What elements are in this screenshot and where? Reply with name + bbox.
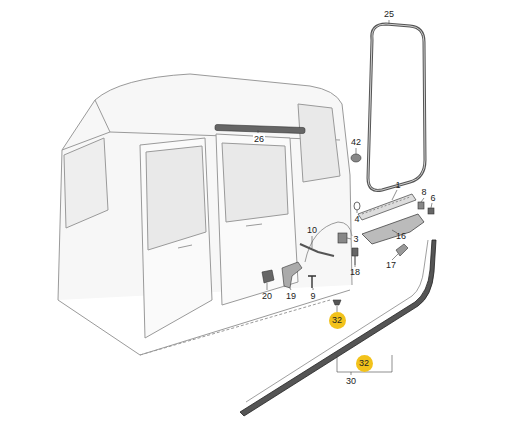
callout-number: 18: [350, 267, 360, 277]
callout-number: 16: [396, 231, 406, 241]
highlight-circle: 32: [329, 312, 346, 329]
highlight-circle: 32: [356, 355, 373, 372]
callout-number: 26: [253, 134, 265, 144]
callout-number: 19: [286, 291, 296, 301]
callout-number: 10: [307, 225, 317, 235]
callout-number: 25: [384, 9, 394, 19]
callout-number: 9: [310, 291, 315, 301]
callout-number: 4: [354, 214, 359, 224]
callout-number: 32: [359, 358, 369, 368]
callout-number: 3: [353, 234, 358, 244]
callout-number: 8: [421, 187, 426, 197]
callout-number: 1: [395, 180, 400, 190]
callout-number: 6: [430, 193, 435, 203]
callout-number: 30: [346, 376, 356, 386]
callout-number: 17: [386, 260, 396, 270]
callout-number: 42: [351, 137, 361, 147]
callout-number: 32: [332, 315, 342, 325]
callout-number: 20: [262, 291, 272, 301]
